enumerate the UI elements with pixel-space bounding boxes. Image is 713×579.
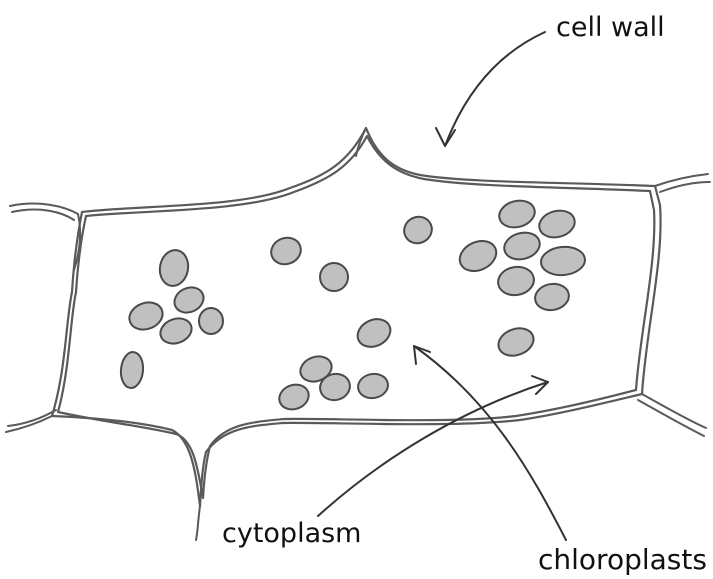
arrow-chloroplasts [414, 346, 566, 540]
chloroplast [157, 314, 195, 347]
cell-wall-label: cell wall [556, 14, 665, 41]
chloroplast [157, 248, 191, 288]
chloroplast [540, 245, 586, 277]
chloroplast [356, 372, 390, 401]
chloroplast [533, 281, 571, 313]
chloroplast [455, 235, 501, 276]
chloroplast [353, 314, 395, 352]
chloroplast [126, 298, 167, 334]
chloroplast [119, 351, 144, 389]
chloroplasts-group [119, 197, 586, 414]
chloroplast [400, 212, 436, 247]
chloroplast [496, 197, 538, 231]
chloroplast [320, 263, 348, 291]
chloroplast [496, 264, 536, 298]
chloroplasts-label: chloroplasts [538, 546, 707, 574]
chloroplast [536, 207, 578, 241]
cytoplasm-label: cytoplasm [222, 520, 361, 547]
chloroplast [495, 324, 538, 361]
arrow-cell-wall [445, 32, 545, 146]
chloroplast [276, 381, 312, 414]
chloroplast [199, 308, 223, 334]
chloroplast [501, 229, 543, 263]
chloroplast [267, 234, 304, 269]
